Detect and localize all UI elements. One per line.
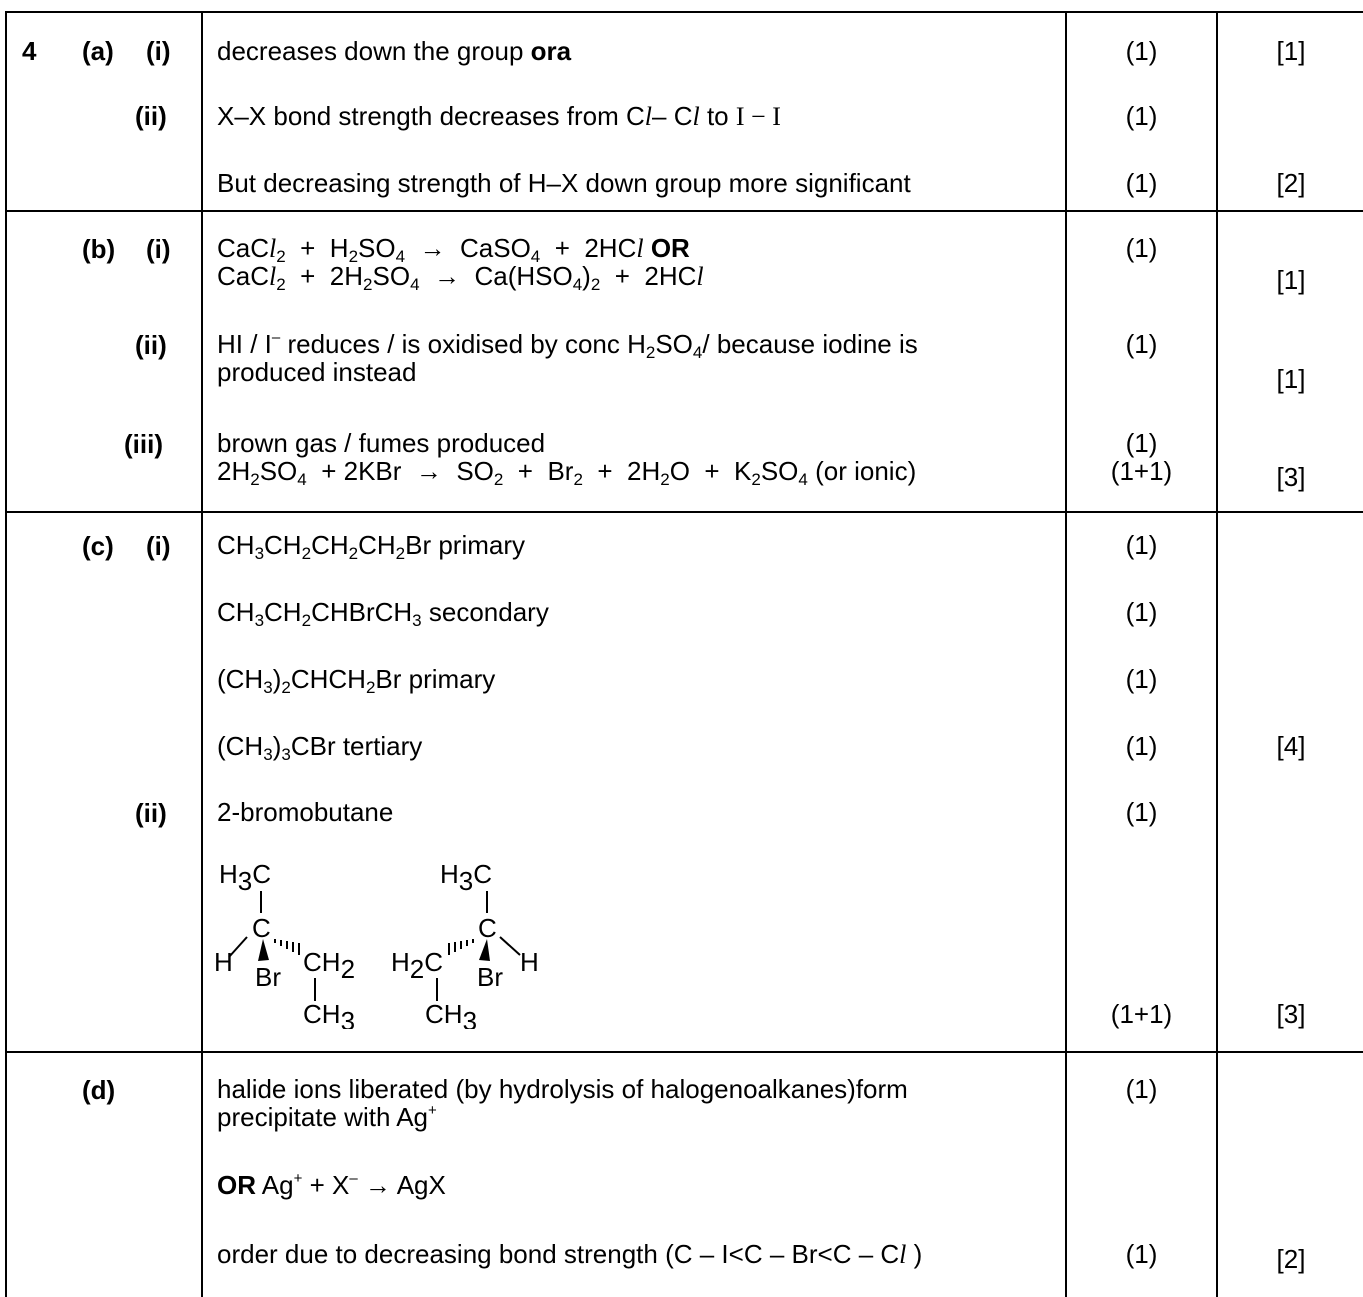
- mark-b-ii: (1): [1125, 329, 1158, 359]
- answer-b-ii-line2: produced instead: [217, 357, 417, 387]
- section-c-labels: (c) (i) (ii): [5, 512, 202, 1053]
- enantiomer-left: H3C C H Br C: [215, 859, 355, 1029]
- answer-a-ii-line2: But decreasing strength of H–X down grou…: [217, 168, 911, 198]
- answer-a-ii-line1: X–X bond strength decreases from Cl– Cl …: [217, 101, 781, 131]
- total-d: [2]: [1276, 1244, 1306, 1274]
- answer-d-line2: precipitate with Ag+: [217, 1102, 437, 1132]
- section-b-labels: (b) (i) (ii) (iii): [5, 211, 202, 513]
- enantiomer-right: H3C C H Br H: [391, 859, 539, 1029]
- total-c-i: [4]: [1276, 731, 1306, 761]
- section-c: (c) (i) (ii) CH3CH2CH2CH2Br primary CH3C…: [5, 512, 1363, 1053]
- total-b-ii: [1]: [1276, 364, 1306, 394]
- section-c-answers: CH3CH2CH2CH2Br primary CH3CH2CHBrCH3 sec…: [201, 512, 1066, 1053]
- left-bromine: Br: [255, 962, 281, 992]
- section-a-answers: decreases down the group ora X–X bond st…: [201, 11, 1066, 212]
- section-a-totals: [1] [2]: [1216, 11, 1363, 212]
- mark-a-i: (1): [1125, 36, 1158, 66]
- answer-c-i-row-3: (CH3)2CHCH2Br primary: [217, 664, 496, 697]
- right-h2c: H2C: [391, 947, 443, 984]
- answer-c-ii-name: 2-bromobutane: [217, 797, 394, 827]
- mark-c-i-4: (1): [1125, 731, 1158, 761]
- total-b-iii: [3]: [1276, 462, 1306, 492]
- section-b-marks: (1) (1) (1) (1+1): [1065, 211, 1217, 513]
- mark-b-i: (1): [1125, 233, 1158, 263]
- total-c-ii: [3]: [1276, 999, 1306, 1029]
- section-a-marks: (1) (1) (1): [1065, 11, 1217, 212]
- answer-a-i: decreases down the group ora: [217, 36, 572, 66]
- answer-b-ii-line1: HI / I– reduces / is oxidised by conc H2…: [217, 329, 918, 362]
- part-c-i-label: (i): [146, 531, 171, 561]
- answer-b-iii-line1: brown gas / fumes produced: [217, 428, 546, 458]
- left-stereocentre-c: C: [252, 913, 271, 943]
- part-b-iii-label: (iii): [124, 429, 163, 459]
- mark-scheme-table: 4 (a) (i) (ii) decreases down the group …: [5, 11, 1363, 1297]
- enantiomer-structures: H3C C H Br C: [215, 859, 539, 1029]
- mark-c-ii-name: (1): [1125, 797, 1158, 827]
- part-a-i-label: (i): [146, 36, 171, 66]
- answer-c-i-row-2: CH3CH2CHBrCH3 secondary: [217, 597, 549, 630]
- total-a-i: [1]: [1276, 36, 1306, 66]
- answer-d-line1: halide ions liberated (by hydrolysis of …: [217, 1074, 908, 1104]
- answer-b-i-line2: CaCl2 + 2H2SO4 → Ca(HSO4)2 + 2HCl: [217, 261, 704, 294]
- section-b-answers: CaCl2 + H2SO4 → CaSO4 + 2HCl OR CaCl2 + …: [201, 211, 1066, 513]
- section-c-totals: [4] [3]: [1216, 512, 1363, 1053]
- part-a-label: (a): [82, 36, 114, 66]
- mark-b-iii-1: (1): [1125, 428, 1158, 458]
- section-d-labels: (d): [5, 1052, 202, 1297]
- part-d-label: (d): [82, 1075, 116, 1105]
- part-b-i-label: (i): [146, 234, 171, 264]
- part-c-ii-label: (ii): [135, 798, 167, 828]
- mark-c-i-1: (1): [1125, 530, 1158, 560]
- left-ch3: CH3: [303, 999, 355, 1029]
- left-methyl-label: H3C: [219, 859, 271, 896]
- section-b: (b) (i) (ii) (iii) CaCl2 + H2SO4 → CaSO4…: [5, 211, 1363, 513]
- left-hydrogen: H: [215, 947, 233, 977]
- part-b-ii-label: (ii): [135, 330, 167, 360]
- right-ch3: CH3: [425, 999, 477, 1029]
- mark-a-ii-1: (1): [1125, 101, 1158, 131]
- section-d: (d) halide ions liberated (by hydrolysis…: [5, 1052, 1363, 1297]
- section-a-labels: 4 (a) (i) (ii): [5, 11, 202, 212]
- left-ch2: CH2: [303, 947, 355, 984]
- mark-b-iii-2: (1+1): [1110, 456, 1173, 486]
- mark-c-i-3: (1): [1125, 664, 1158, 694]
- part-a-ii-label: (ii): [135, 101, 167, 131]
- mark-a-ii-2: (1): [1125, 168, 1158, 198]
- total-b-i: [1]: [1276, 265, 1306, 295]
- answer-d-line4: order due to decreasing bond strength (C…: [217, 1239, 923, 1269]
- right-hydrogen: H: [520, 947, 539, 977]
- right-stereocentre-c: C: [478, 913, 497, 943]
- answer-c-i-row-1: CH3CH2CH2CH2Br primary: [217, 530, 526, 563]
- answer-b-i-line1: CaCl2 + H2SO4 → CaSO4 + 2HCl OR: [217, 233, 690, 266]
- mark-d-1: (1): [1125, 1074, 1158, 1104]
- section-d-marks: (1) (1): [1065, 1052, 1217, 1297]
- part-b-label: (b): [82, 234, 116, 264]
- total-a-ii: [2]: [1276, 168, 1306, 198]
- part-c-label: (c): [82, 531, 114, 561]
- answer-d-line3: OR Ag+ + X– → AgX: [217, 1170, 446, 1200]
- section-d-totals: [2]: [1216, 1052, 1363, 1297]
- question-number: 4: [22, 36, 37, 66]
- section-a: 4 (a) (i) (ii) decreases down the group …: [5, 11, 1363, 212]
- mark-c-i-2: (1): [1125, 597, 1158, 627]
- mark-d-2: (1): [1125, 1239, 1158, 1269]
- answer-c-i-row-4: (CH3)3CBr tertiary: [217, 731, 423, 764]
- section-b-totals: [1] [1] [3]: [1216, 211, 1363, 513]
- answer-b-iii-line2: 2H2SO4 + 2KBr → SO2 + Br2 + 2H2O + K2SO4…: [217, 456, 917, 489]
- section-d-answers: halide ions liberated (by hydrolysis of …: [201, 1052, 1066, 1297]
- right-methyl-label: H3C: [440, 859, 492, 896]
- right-bromine: Br: [477, 962, 503, 992]
- mark-c-ii-structures: (1+1): [1110, 999, 1173, 1029]
- section-c-marks: (1) (1) (1) (1) (1) (1+1): [1065, 512, 1217, 1053]
